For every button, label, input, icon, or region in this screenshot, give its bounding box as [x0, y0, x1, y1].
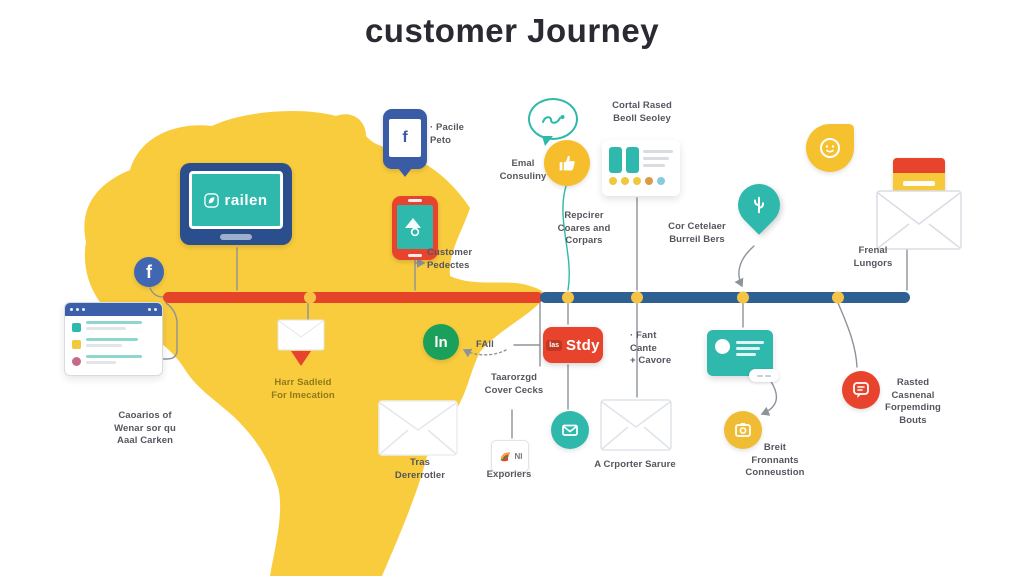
photo-block [626, 147, 639, 173]
timeline-decision-segment [540, 292, 910, 303]
reporter-label: A Crporter Sarure [594, 459, 676, 470]
list-row [65, 316, 162, 333]
text-lines [643, 147, 673, 173]
tras-envelope-icon [378, 400, 458, 456]
ni-letters: NI [514, 451, 523, 461]
breit-label: Breit Fronnants Conneustion [745, 442, 805, 479]
phone-screen [397, 205, 433, 249]
contact-card-label: Cortal Rased Beoll Seoley [612, 100, 672, 124]
mountain-logo-icon [405, 218, 421, 237]
bubble-tail [542, 136, 553, 146]
card-content [609, 147, 673, 173]
register-label: Repcirer Coares and Corpars [557, 210, 611, 247]
newsletter-label: Frenal Lungors [853, 245, 893, 269]
photo-block [609, 147, 622, 173]
reporter-envelope-icon [600, 399, 672, 451]
facebook-letter: f [402, 129, 408, 146]
location-label: Cor Cetelaer Burreil Bers [668, 221, 726, 245]
page-title: customer Journey [364, 12, 660, 49]
badge-prefix: las [546, 339, 562, 351]
timeline-milestone-dots [304, 291, 844, 304]
text-line [736, 341, 764, 344]
linkedin-icon: ln [423, 324, 459, 360]
facebook-letter: f [146, 261, 152, 282]
text-line [736, 347, 760, 350]
mail-pin-icon [277, 319, 325, 366]
connector-lines [149, 185, 908, 439]
photo-yellow-icon [724, 411, 762, 449]
notification-card-icon [707, 330, 779, 382]
smiley-icon [820, 138, 840, 158]
thumb-glyph [559, 155, 575, 171]
text-line [736, 353, 756, 356]
rasted-label: Rasted Casnenal Forpemding Bouts [885, 377, 941, 426]
browser-titlebar [65, 303, 162, 316]
bird-blob-icon [500, 452, 510, 461]
fant-list-label: · Fant Cante + Cavore [630, 330, 672, 367]
rating-dots [609, 177, 673, 185]
camera-glyph [735, 423, 751, 437]
customer-phone-icon [392, 196, 438, 260]
phone-pin-tail [398, 168, 412, 177]
laptop-screen: railen [189, 171, 283, 229]
exporters-label: Exporiers [486, 469, 532, 480]
leaf-logo-icon [204, 192, 220, 208]
chat-red-icon [842, 371, 880, 409]
badge-word: Stdy [566, 336, 600, 354]
linkedin-letters: ln [434, 333, 448, 351]
laptop-base-slot [220, 234, 252, 240]
fall-label: FAll [476, 339, 494, 350]
phone-screen: f [389, 119, 421, 157]
location-pin-icon [729, 175, 789, 235]
whatsapp-chat-icon [806, 124, 854, 172]
exporter-badge-icon: NI [491, 440, 529, 472]
envelope-glyph [562, 424, 578, 436]
envelope-body [277, 319, 325, 351]
consulting-label: Emal Consuliny [499, 158, 547, 182]
consult-bubble-icon [528, 98, 578, 146]
customer-pedectes-label: Customer Pedectes [427, 247, 473, 271]
newsletter-header [893, 158, 945, 173]
avatar [715, 339, 730, 354]
list-row [65, 333, 162, 350]
mail-pin-label: Harr Sadleid For Imecation [271, 377, 335, 401]
facebook-icon: f [134, 257, 164, 287]
newsletter-line [903, 181, 935, 186]
red-pin-triangle [291, 351, 311, 366]
mail-teal-icon [551, 411, 589, 449]
contact-card-icon [602, 140, 680, 196]
brand-name: railen [224, 191, 268, 209]
scribble-icon [542, 115, 565, 124]
newsletter-envelope-icon [876, 158, 962, 250]
browser-window-icon [64, 302, 163, 376]
profile-photo-label: · Pacile Peto [430, 122, 465, 146]
list-row [65, 350, 162, 367]
cactus-icon [753, 196, 765, 214]
laptop-icon: railen [180, 163, 292, 245]
study-badge-icon: las Stdy [543, 327, 603, 363]
thumbs-up-icon [544, 140, 590, 186]
phone-home-bar [408, 254, 422, 257]
timeline-awareness-segment [163, 292, 543, 303]
cover-checks-label: Taarorzgd Cover Cecks [484, 372, 544, 396]
phone-top-bar [408, 199, 422, 202]
chat-glyph [853, 382, 869, 398]
browser-label: Caoarios of Wenar sor qu Aaal Carken [114, 410, 176, 447]
envelope-body [876, 190, 962, 250]
tras-label: Tras Dererrotler [394, 457, 446, 481]
profile-phone-icon: f [383, 109, 427, 177]
action-pill [749, 369, 779, 382]
